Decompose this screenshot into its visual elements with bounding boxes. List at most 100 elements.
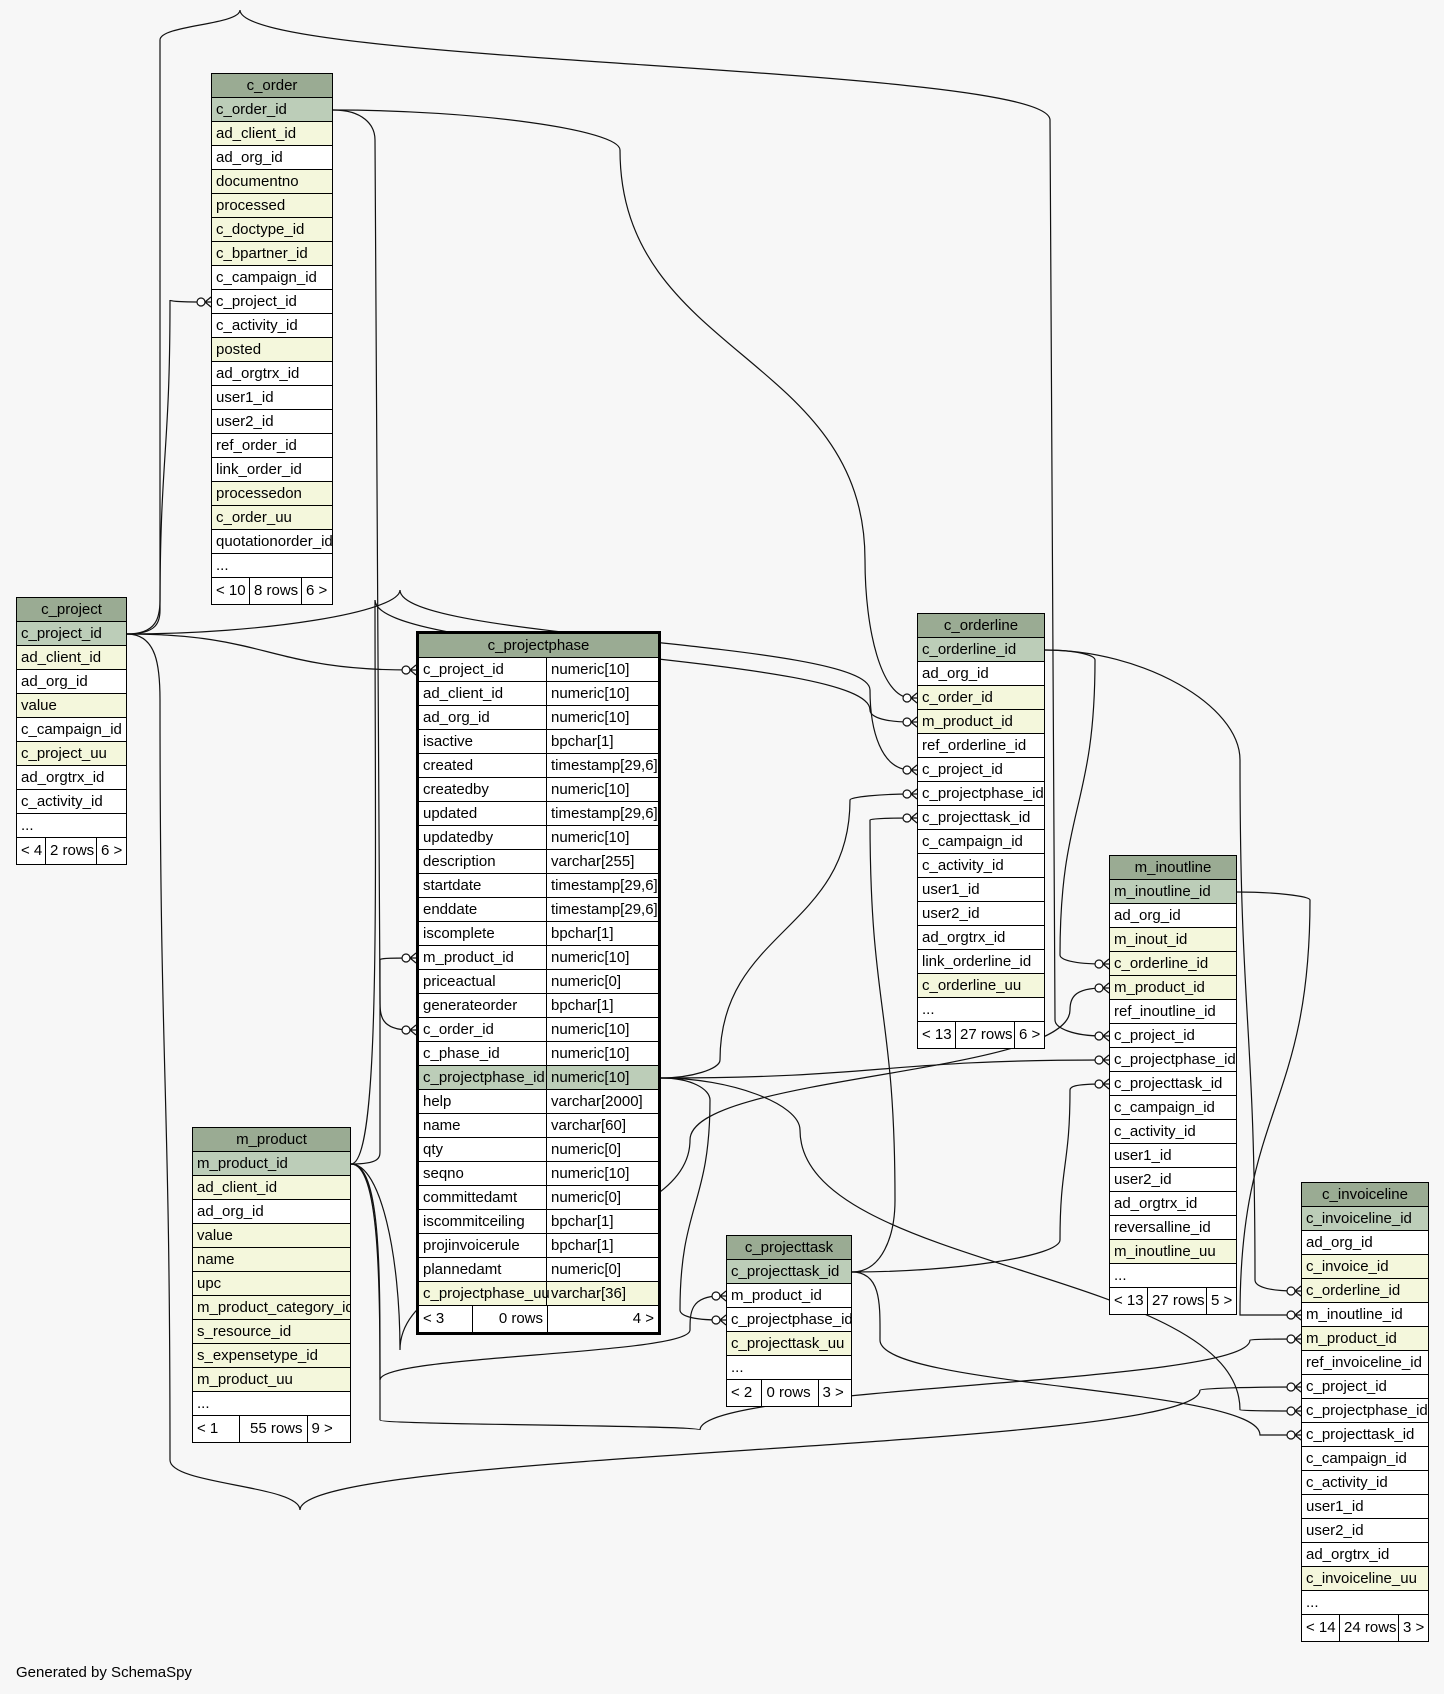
column-row[interactable]: user1_id [1302,1495,1428,1519]
column-row[interactable]: upc [193,1272,350,1296]
table-title[interactable]: m_product [193,1128,350,1152]
column-row[interactable]: c_order_id [918,686,1044,710]
column-row[interactable]: ad_client_id [212,122,332,146]
column-row[interactable]: c_campaign_id [17,718,126,742]
column-row[interactable]: ad_orgtrx_id [212,362,332,386]
column-row[interactable]: c_activity_id [918,854,1044,878]
column-row[interactable]: ad_org_id [212,146,332,170]
column-row[interactable]: s_resource_id [193,1320,350,1344]
column-row[interactable]: ref_invoiceline_id [1302,1351,1428,1375]
column-row[interactable]: user1_id [918,878,1044,902]
column-row[interactable]: m_product_id [727,1284,851,1308]
column-row[interactable]: ref_orderline_id [918,734,1044,758]
column-row[interactable]: user2_id [918,902,1044,926]
footer-children-link[interactable]: 6 > [101,842,123,859]
column-row[interactable]: documentno [212,170,332,194]
table-title[interactable]: c_order [212,74,332,98]
column-row[interactable]: user2_id [1110,1168,1236,1192]
column-row[interactable]: c_orderline_id [1302,1279,1428,1303]
column-row[interactable]: m_inoutline_id [1110,880,1236,904]
column-row[interactable]: m_product_uu [193,1368,350,1392]
column-row[interactable]: c_projectphase_id [1302,1399,1428,1423]
column-row[interactable]: m_inout_id [1110,928,1236,952]
column-row[interactable]: c_projecttask_id [1110,1072,1236,1096]
footer-parents-link[interactable]: < 14 [1302,1615,1340,1641]
footer-children-link[interactable]: 4 > [632,1310,654,1327]
footer-parents-link[interactable]: < 2 [727,1380,763,1406]
column-row[interactable]: c_activity_id [1110,1120,1236,1144]
column-row[interactable]: c_bpartner_id [212,242,332,266]
footer-children-link[interactable]: 6 > [1019,1026,1041,1043]
column-row[interactable]: c_invoiceline_id [1302,1207,1428,1231]
column-row[interactable]: ... [193,1392,350,1416]
table-title[interactable]: c_projectphase [419,634,658,658]
column-row[interactable]: ad_client_id [193,1176,350,1200]
column-row[interactable]: ad_client_id [17,646,126,670]
column-row[interactable]: c_projecttask_id [918,806,1044,830]
column-row[interactable]: m_product_id [1110,976,1236,1000]
column-row[interactable]: c_order_id [212,98,332,122]
column-row[interactable]: reversalline_id [1110,1216,1236,1240]
footer-children-link[interactable]: 5 > [1211,1292,1233,1309]
column-row[interactable]: c_invoice_id [1302,1255,1428,1279]
column-row[interactable]: ... [918,998,1044,1022]
column-row[interactable]: c_project_id [17,622,126,646]
table-title[interactable]: c_project [17,598,126,622]
footer-parents-link[interactable]: < 3 [419,1306,473,1332]
column-row[interactable]: ... [212,554,332,578]
table-title[interactable]: c_projecttask [727,1236,851,1260]
column-row[interactable]: m_product_id [918,710,1044,734]
column-row[interactable]: c_projectphase_id [727,1308,851,1332]
column-row[interactable]: user2_id [212,410,332,434]
column-row[interactable]: ad_org_id [17,670,126,694]
column-row[interactable]: ad_org_id [1302,1231,1428,1255]
column-row[interactable]: ad_org_id [1110,904,1236,928]
column-row[interactable]: c_activity_id [1302,1471,1428,1495]
column-row[interactable]: name [193,1248,350,1272]
column-row[interactable]: c_projecttask_uu [727,1332,851,1356]
column-row[interactable]: ad_orgtrx_id [1110,1192,1236,1216]
column-row[interactable]: user1_id [212,386,332,410]
column-row[interactable]: ad_org_id [193,1200,350,1224]
column-row[interactable]: c_campaign_id [1110,1096,1236,1120]
column-row[interactable]: c_project_id [212,290,332,314]
column-row[interactable]: user2_id [1302,1519,1428,1543]
column-row[interactable]: c_campaign_id [1302,1447,1428,1471]
footer-parents-link[interactable]: < 1 [193,1416,241,1442]
column-row[interactable]: ad_orgtrx_id [1302,1543,1428,1567]
table-title[interactable]: m_inoutline [1110,856,1236,880]
table-title[interactable]: c_orderline [918,614,1044,638]
column-row[interactable]: ... [1110,1264,1236,1288]
column-row[interactable]: c_activity_id [212,314,332,338]
column-row[interactable]: c_projecttask_id [1302,1423,1428,1447]
column-row[interactable]: m_inoutline_uu [1110,1240,1236,1264]
footer-children-link[interactable]: 3 > [1403,1619,1425,1636]
column-row[interactable]: link_orderline_id [918,950,1044,974]
column-row[interactable]: m_product_id [193,1152,350,1176]
